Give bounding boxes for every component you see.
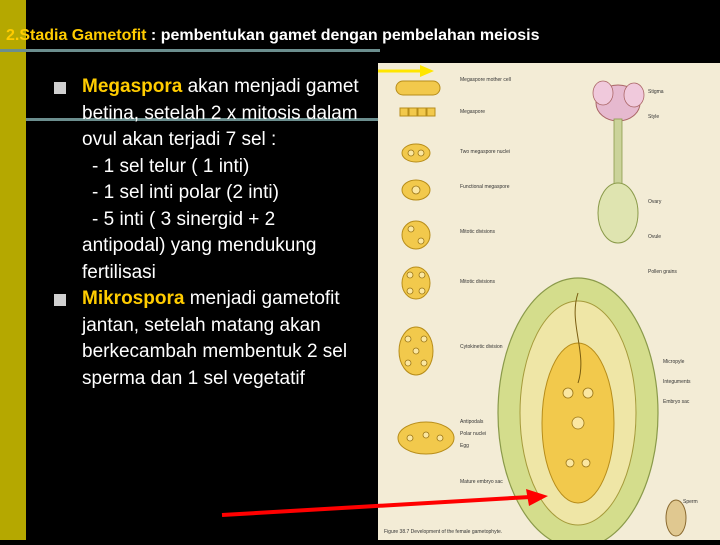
label-pollen: Pollen grains [648,269,677,275]
mikrospora-text: menjadi gametofit jantan, setelah matang… [82,288,348,389]
label-functional: Functional megaspore [460,184,510,190]
label-mature: Mature embryo sac [460,479,503,485]
sub-item-3: - 5 inti ( 3 sinergid + 2 [92,208,276,230]
sub-item-continued: antipodal) yang mendukung fertilisasi [82,235,317,283]
stage-mother-cell [395,80,441,96]
megaspora-text: akan menjadi gamet betina, setelah 2 x m… [82,76,359,150]
slide-title: 2.Stadia Gametofit : pembentukan gamet d… [6,27,539,45]
pollen-grain [665,499,687,537]
label-egg: Egg [460,443,469,449]
stage-mitosis-1 [401,220,431,250]
label-integuments: Integuments [663,379,691,385]
bullet-mikrospora: Mikrospora menjadi gametofit jantan, set… [54,286,366,392]
figure-illustration: Megaspore mother cell Megaspore Two mega… [384,77,698,545]
sub-item-2: - 1 sel inti polar (2 inti) [92,182,279,203]
label-stigma: Stigma [648,89,664,95]
label-two-nuclei: Two megaspore nuclei [460,149,510,155]
title-term: 2.Stadia Gametofit [6,27,147,44]
yellow-arrow-icon [378,65,434,77]
ovule-diagram [497,277,659,545]
label-cytokinetic: Cytokinetic division [460,344,503,350]
red-arrow-icon [221,489,548,517]
term-mikrospora: Mikrospora [82,288,185,309]
flower-diagram [592,80,645,244]
figure-caption: Figure 38.7 Development of the female ga… [384,529,502,535]
label-style: Style [648,114,659,120]
label-mitotic-1: Mitotic divisions [460,229,496,235]
label-embryo-sac: Embryo sac [663,399,690,405]
label-polar: Polar nuclei [460,431,486,437]
bullet-list: Megaspora akan menjadi gamet betina, set… [54,74,366,392]
term-megaspora: Megaspora [82,76,183,97]
label-ovule: Ovule [648,234,661,240]
label-sperm: Sperm [683,499,698,505]
bullet-marker [54,294,66,306]
strike-line [26,118,378,121]
stage-mitosis-2 [401,266,431,300]
sub-item-1: - 1 sel telur ( 1 inti) [92,155,250,177]
label-micropyle: Micropyle [663,359,685,365]
label-mitotic-2: Mitotic divisions [460,279,496,285]
bullet-marker [54,82,66,94]
accent-band [0,0,26,540]
bullet-megaspora: Megaspora akan menjadi gamet betina, set… [54,74,366,154]
label-ovary: Ovary [648,199,662,205]
label-antipodals: Antipodals [460,419,484,425]
embryo-sac-figure: Megaspore mother cell Megaspore Two mega… [378,63,720,545]
label-megaspore: Megaspore [460,109,485,115]
stage-megaspores [399,107,436,117]
stage-two-nuclei [401,143,431,163]
title-rest: : pembentukan gamet dengan pembelahan me… [146,27,540,44]
label-mother-cell: Megaspore mother cell [460,77,511,83]
title-divider [0,49,380,52]
